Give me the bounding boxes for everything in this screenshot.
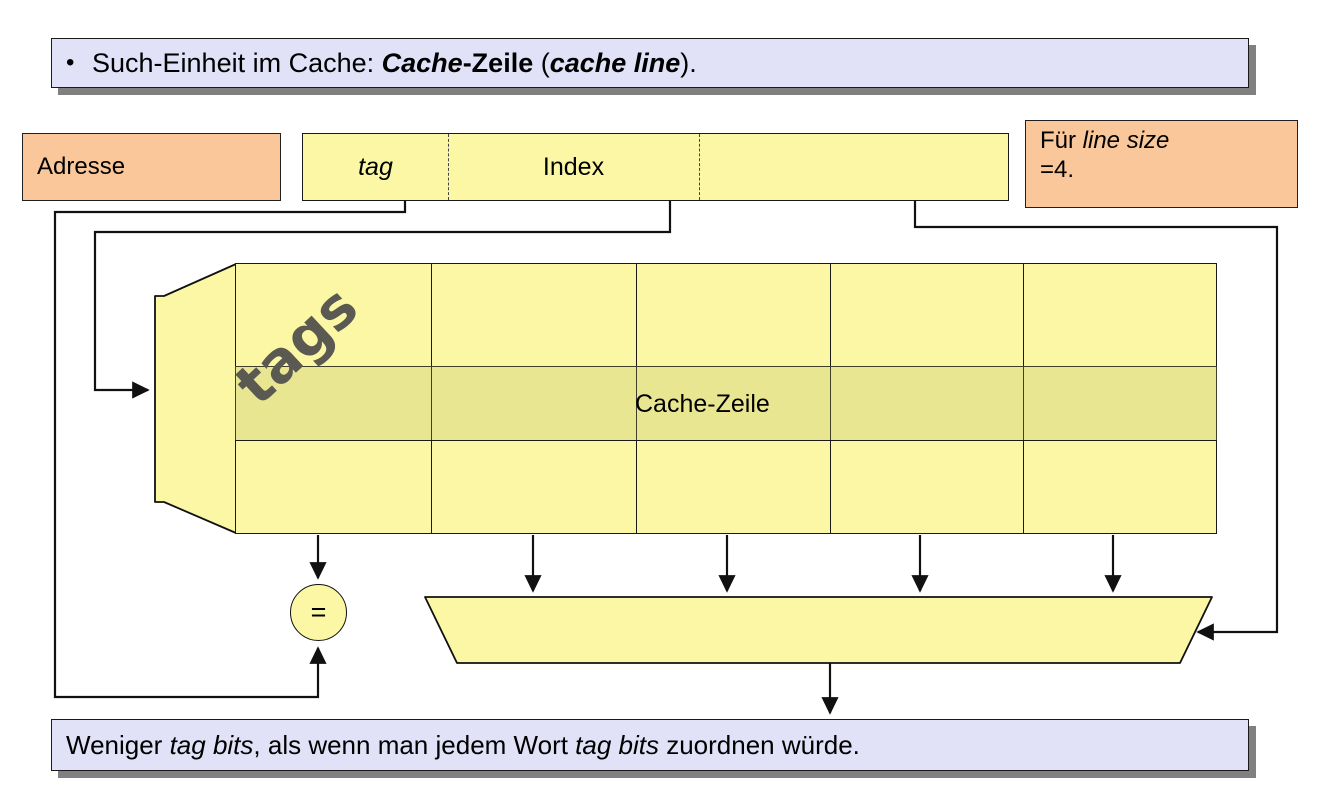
address-field-tag: tag [358, 152, 393, 181]
bottom-banner-part3: , als wenn man jedem Wort [253, 729, 576, 760]
top-banner-cacheline-emph: cache line [549, 47, 681, 78]
bullet-icon: • [66, 49, 75, 76]
bottom-banner-part1: Weniger [66, 729, 170, 760]
grid-col-divider-1 [431, 264, 432, 533]
multiplexer-shape [424, 596, 1213, 664]
grid-col-divider-4 [1023, 264, 1024, 533]
tags-block-shape [154, 263, 237, 534]
bottom-banner: Weniger tag bits, als wenn man jedem Wor… [51, 719, 1249, 771]
top-banner-part6: ). [680, 47, 697, 78]
top-banner-zeile-emph: -Zeile [462, 47, 534, 78]
address-label-box: Adresse [22, 133, 281, 201]
bottom-banner-part5: zuordnen würde. [659, 729, 860, 760]
address-field-index: Index [542, 152, 605, 181]
address-divider-index-offset [699, 134, 700, 200]
bottom-banner-tagbits-2: tag bits [575, 729, 659, 760]
line-size-note-line2: =4. [1040, 156, 1075, 184]
top-banner-cache-emph: Cache [381, 47, 463, 78]
note-italic: line size [1082, 127, 1170, 154]
line-size-note-line1: Für line size [1040, 126, 1297, 155]
bottom-banner-text: Weniger tag bits, als wenn man jedem Wor… [66, 730, 860, 761]
grid-col-divider-3 [830, 264, 831, 533]
note-prefix: Für [1040, 127, 1083, 154]
top-banner: • Such-Einheit im Cache: Cache-Zeile (ca… [51, 38, 1249, 88]
grid-row-divider-2 [236, 440, 1216, 441]
bottom-banner-tagbits-1: tag bits [169, 729, 254, 760]
address-field-bar: tag Index [302, 133, 1009, 201]
address-divider-tag-index [448, 134, 449, 200]
address-label: Adresse [37, 153, 126, 180]
comparator-equals: = [290, 584, 347, 641]
top-banner-text: Such-Einheit im Cache: Cache-Zeile (cach… [92, 48, 697, 79]
grid-col-divider-2 [636, 264, 637, 533]
grid-row-divider-1 [236, 366, 1216, 367]
top-banner-part4: ( [533, 47, 550, 78]
cache-line-label: Cache-Zeile [635, 390, 770, 418]
comparator-symbol: = [310, 597, 327, 627]
top-banner-part1: Such-Einheit im Cache: [92, 47, 382, 78]
